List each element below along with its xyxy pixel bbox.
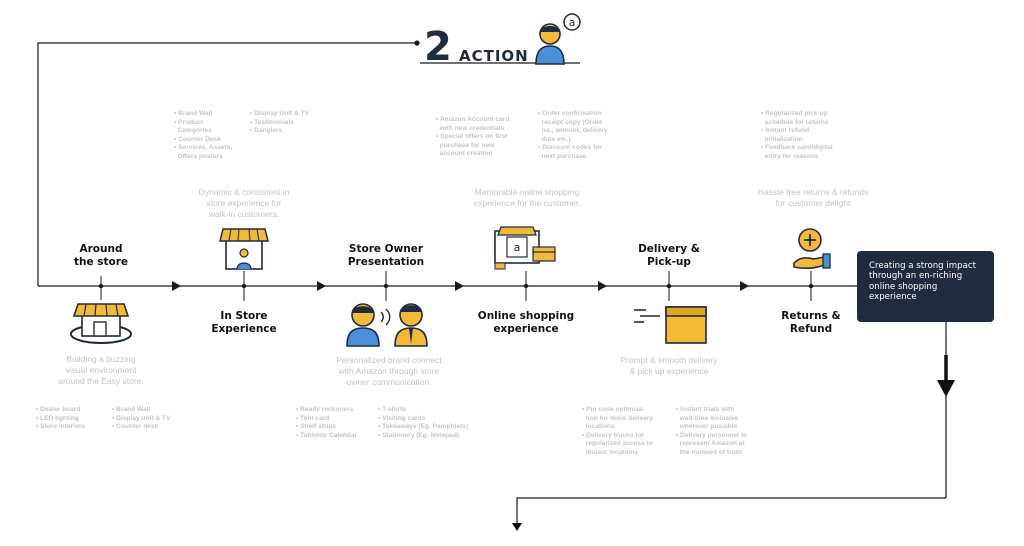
bullet-item: wherever possible [679, 423, 738, 431]
bullet-item: locations [585, 423, 615, 431]
store-stall-icon [219, 228, 269, 270]
bullet-item: • Discount codes for [538, 144, 602, 152]
store-owner-icon [346, 303, 380, 347]
stage-around-store-title: Around the store [73, 243, 129, 268]
loop-start-dot [414, 40, 420, 46]
stage-around-store-description: Building a buzzing visual environment ar… [58, 354, 144, 386]
bullet-item: • Display unit & TV [112, 414, 171, 422]
bullet-item: account creation [439, 150, 493, 158]
bullet-item: • Danglers [250, 127, 283, 135]
bullet-item: date etc.) [541, 135, 571, 143]
bullet-item: with new credentials [439, 124, 505, 132]
bullet-item: • Product [174, 118, 204, 126]
bullet-item: • Dealer board [36, 406, 81, 413]
bullet-item: • Testimonials [250, 118, 294, 126]
bullet-item: distant locations [585, 448, 639, 456]
step-title: ACTION [459, 47, 529, 65]
bullet-item: • Store interiors [36, 423, 86, 431]
stage-in-store-description: Dynamic & consistent in store experience… [198, 187, 290, 219]
bullet-item: • Tabletop Calendar [296, 431, 358, 439]
bullet-item: • Regularized pick-up [761, 110, 828, 117]
delivery-box-icon [634, 306, 707, 344]
bullet-item: • Delivery trucks for [582, 431, 645, 439]
outcome-text: Creating a strong impact through an en-r… [869, 261, 976, 303]
bullet-item: no., amount, delivery [541, 127, 608, 135]
storefront-icon [70, 303, 132, 344]
bullet-item: initialization [764, 135, 803, 143]
bullet-item: • Counter Desk [174, 135, 222, 143]
refund-hand-icon [793, 228, 831, 270]
stage-returns-bullets: • Regularized pick-up schedule for retur… [761, 110, 871, 162]
bullet-item: schedule for returns [764, 118, 829, 126]
bullet-item: • Special offers on first [436, 133, 508, 141]
bullet-item: • Ready reckoners [296, 406, 354, 413]
bullet-item: entry for reasons [764, 152, 819, 160]
bullet-item: • Pin code optimisa- [582, 406, 645, 413]
stage-online-description: Memorable online shopping experience for… [473, 187, 581, 208]
bullet-item: • Instant trials with [676, 406, 735, 413]
customer-icon [380, 303, 428, 347]
bullet-item: represent Amazon at [679, 440, 745, 448]
bullet-item: • Amazon Account card [436, 116, 510, 123]
bullet-item: • Shelf strips [296, 423, 337, 431]
bullet-item: • Brand Wall [174, 110, 213, 117]
stage-returns-description: Hassle free returns & refunds for custom… [757, 187, 869, 208]
bullet-item: • T-shirts [378, 406, 406, 413]
stage-delivery-description: Prompt & smooth delivery & pick up exper… [620, 355, 718, 376]
bullet-item: • Delivery personnel to [676, 431, 748, 439]
bullet-item: Categories [177, 127, 212, 135]
svg-text:a: a [514, 241, 521, 254]
down-arrow-icon [937, 355, 955, 397]
bullet-item: tion for more delivery [585, 414, 654, 422]
bullet-item: • Takeaways (Eg. Pamphlets) [378, 423, 469, 431]
return-loop-line [37, 42, 417, 286]
svg-text:a: a [569, 16, 576, 29]
outcome-box: Creating a strong impact through an en-r… [857, 251, 994, 322]
bullet-item: • Counter desk [112, 423, 159, 431]
stage-returns-title: Returns & Refund [781, 310, 841, 335]
online-shop-icon: a [494, 226, 556, 270]
bullet-item: the moment of truth [679, 448, 742, 456]
bullet-item: wait-time inclusive [679, 414, 739, 422]
bullet-item: next purchase [541, 152, 587, 160]
bullet-item: purchase for new [439, 141, 495, 149]
bullet-item: • Instant refund [761, 127, 810, 135]
stage-store-owner-title: Store Owner Presentation [347, 243, 425, 268]
bullet-item: • Feedback card/digital [761, 144, 833, 152]
bullet-item: • Tent card [296, 414, 330, 422]
bullet-item: • LED lighting [36, 414, 79, 422]
support-agent-icon: a [535, 13, 581, 65]
bullet-item: Offers posters [177, 152, 223, 160]
bullet-item: • Visiting cards [378, 414, 426, 422]
stage-in-store-title: In Store Experience [211, 310, 277, 335]
stage-store-owner-description: Personalized brand connect with Amazon t… [336, 355, 442, 387]
bullet-item: • Order confirmation [538, 110, 602, 117]
stage-delivery-title: Delivery & Pick-up [638, 243, 700, 268]
step-number: 2 [424, 24, 452, 70]
bullet-item: receipt copy (Order [541, 118, 603, 126]
bullet-item: • Stationery (Eg. Notepad) [378, 431, 460, 439]
bullet-item: • Brand Wall [112, 406, 151, 413]
bullet-item: regularized access to [585, 440, 653, 448]
bullet-item: • Display Unit & TV [250, 110, 310, 117]
bullet-item: • Services, Assets, [174, 144, 233, 152]
stage-online-title: Online shopping experience [477, 310, 575, 335]
